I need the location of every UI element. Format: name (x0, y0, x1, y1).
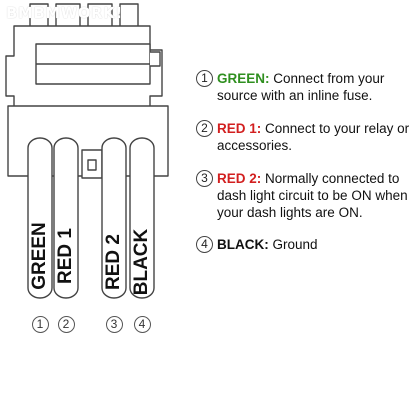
legend-key: RED 1: (217, 121, 262, 136)
pin-number-3: 3 (105, 316, 123, 333)
legend-text: Connect to your relay or accessories. (217, 121, 410, 153)
legend-number: 2 (196, 120, 213, 137)
watermark-logo: BMBMWORK! (6, 4, 123, 22)
legend-text: Normally connected to dash light circuit… (217, 171, 408, 220)
pin-number-4: 4 (133, 316, 151, 333)
wire-label-text: RED 1 (55, 228, 76, 284)
wire-1 (27, 137, 53, 299)
legend-key: GREEN: (217, 71, 270, 86)
legend-description: BLACK: Ground (217, 236, 416, 253)
wire-label-text: BLACK (131, 228, 152, 296)
legend-text: Connect from your source with an inline … (217, 71, 385, 103)
legend-description: RED 1: Connect to your relay or accessor… (217, 120, 416, 154)
connector-side-clip (150, 51, 161, 67)
legend-text: Ground (272, 237, 318, 252)
legend-key: RED 2: (217, 171, 262, 186)
legend-number: 4 (196, 236, 213, 253)
legend-description: RED 2: Normally connected to dash light … (217, 170, 416, 221)
wire-label-text: GREEN (29, 222, 50, 290)
wire-2 (53, 137, 79, 299)
wire-label-text: RED 2 (103, 234, 124, 290)
legend-key: BLACK: (217, 237, 269, 252)
wire-3 (101, 137, 127, 299)
legend-number: 1 (196, 70, 213, 87)
legend-number: 3 (196, 170, 213, 187)
wire-4 (129, 137, 155, 299)
pin-number-2: 2 (57, 316, 75, 333)
legend-description: GREEN: Connect from your source with an … (217, 70, 416, 104)
pin-number-1: 1 (31, 316, 49, 333)
